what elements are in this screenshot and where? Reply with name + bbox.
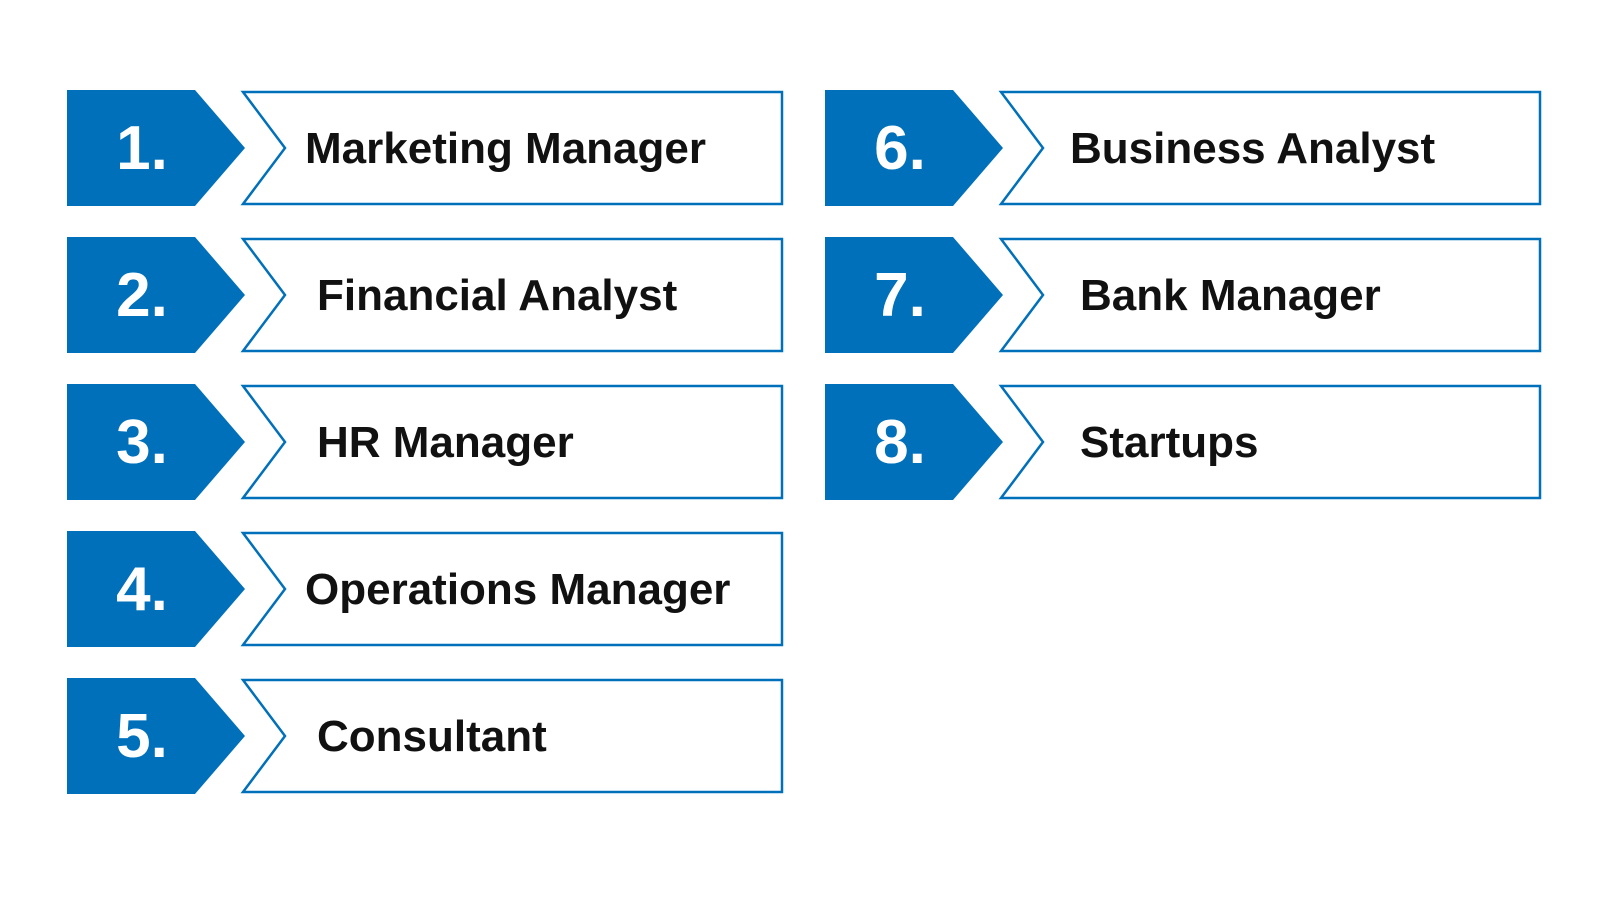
arrow-shape — [67, 237, 784, 353]
item-number: 5. — [116, 702, 168, 771]
item-label: Financial Analyst — [317, 271, 678, 320]
list-item: 8. Startups — [825, 384, 1545, 501]
item-label: Operations Manager — [305, 565, 731, 614]
list-item: 6. Business Analyst — [825, 90, 1545, 207]
arrow-shape — [825, 90, 1542, 206]
arrow-shape — [67, 90, 784, 206]
item-label: HR Manager — [317, 418, 574, 467]
arrow-shape — [67, 531, 784, 647]
arrow-shape — [825, 384, 1542, 500]
item-number: 6. — [874, 114, 926, 183]
item-label: Startups — [1080, 418, 1259, 467]
list-item: 4. Operations Manager — [67, 531, 787, 648]
arrow-shape — [67, 384, 784, 500]
list-item: 5. Consultant — [67, 678, 787, 795]
item-label: Marketing Manager — [305, 124, 706, 173]
item-number: 8. — [874, 408, 926, 477]
item-number: 4. — [116, 555, 168, 624]
item-label: Bank Manager — [1080, 271, 1381, 320]
item-number: 3. — [116, 408, 168, 477]
list-item: 2. Financial Analyst — [67, 237, 787, 354]
item-number: 7. — [874, 261, 926, 330]
item-label: Consultant — [317, 712, 547, 761]
list-item: 7. Bank Manager — [825, 237, 1545, 354]
item-label: Business Analyst — [1070, 124, 1436, 173]
arrow-shape — [67, 678, 784, 794]
item-number: 2. — [116, 261, 168, 330]
list-item: 3. HR Manager — [67, 384, 787, 501]
arrow-shape — [825, 237, 1542, 353]
item-number: 1. — [116, 114, 168, 183]
list-item: 1. Marketing Manager — [67, 90, 787, 207]
